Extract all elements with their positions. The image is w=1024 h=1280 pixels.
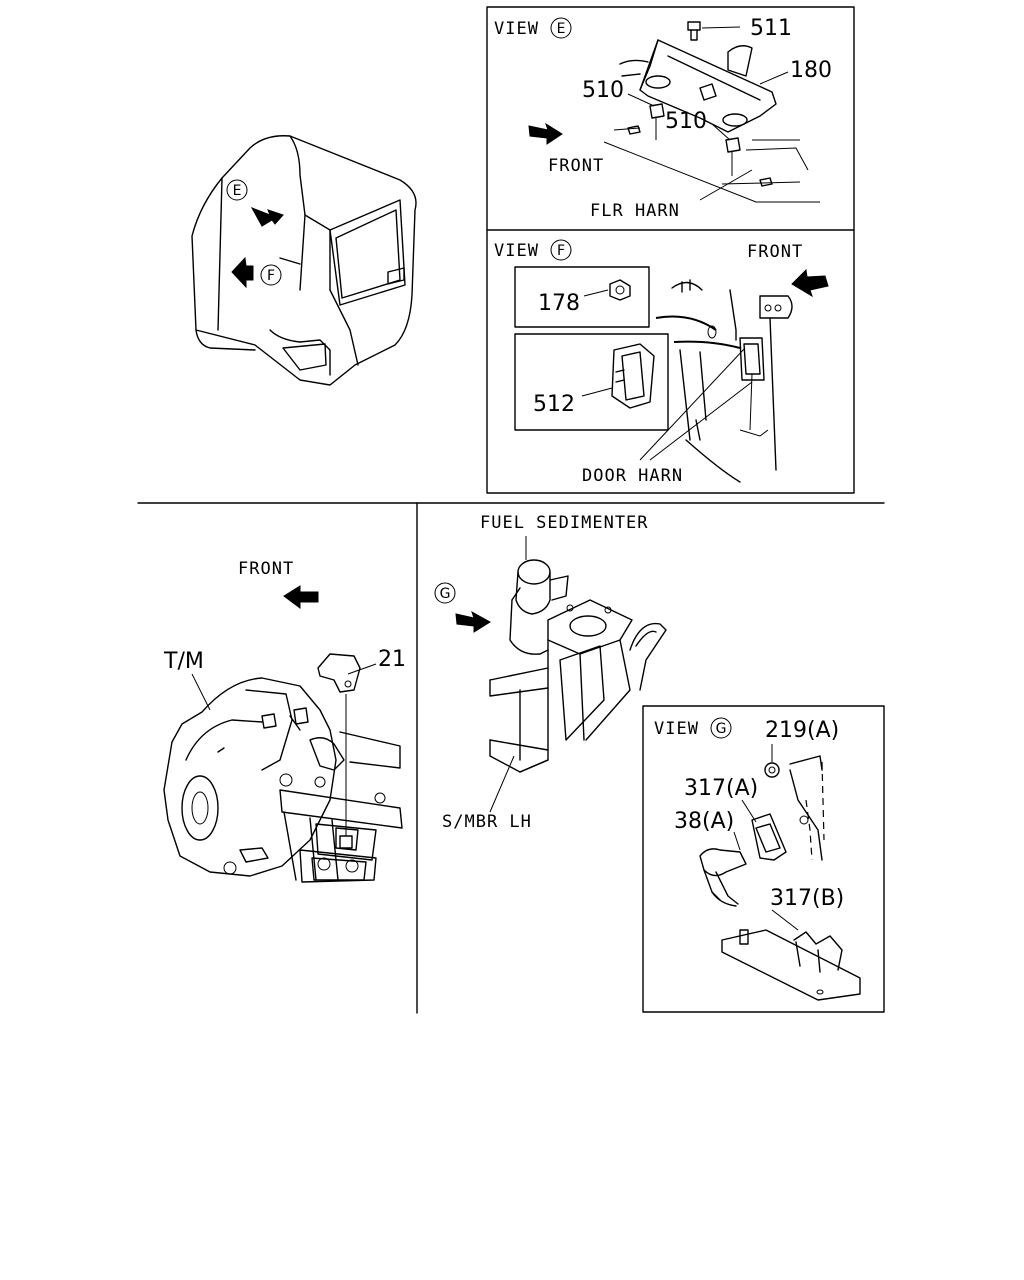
view-g-illustration [699, 744, 861, 1001]
part-317a-label: 317(A) [684, 776, 758, 801]
part-21-label: 21 [378, 647, 406, 672]
fuel-marker-g: G [434, 582, 456, 604]
part-21-bracket-icon [317, 653, 361, 849]
view-g-title: VIEW G [654, 717, 732, 739]
cab-arrow-e-icon [250, 207, 284, 227]
tm-front-arrow-icon [283, 585, 319, 609]
part-180-label: 180 [790, 58, 832, 83]
part-512-label: 512 [533, 392, 575, 417]
view-f-door-harness-label: DOOR HARN [582, 466, 683, 486]
tm-label: T/M [163, 649, 204, 674]
part-511-label: 511 [750, 16, 792, 41]
part-317b-label: 317(B) [770, 886, 844, 911]
view-e-letter: E [557, 21, 566, 37]
cab-arrow-f-icon [231, 256, 254, 289]
part-510-b-label: 510 [665, 109, 707, 134]
view-g-title-text: VIEW [654, 719, 699, 739]
cab-marker-f: F [260, 264, 282, 286]
view-g-letter: G [716, 721, 727, 737]
part-219a-label: 219(A) [765, 718, 839, 743]
fuel-sedimenter-illustration [489, 559, 667, 773]
part-512-clip-icon [611, 343, 655, 409]
part-178-grommet-icon [609, 279, 631, 301]
view-f-front-label: FRONT [747, 242, 803, 262]
transmission-illustration [163, 677, 403, 883]
cab-marker-e: E [226, 179, 248, 201]
fuel-sedimenter-label: FUEL SEDIMENTER [480, 513, 649, 533]
view-e-title-text: VIEW [494, 19, 539, 39]
part-178-label: 178 [538, 291, 580, 316]
cab-marker-f-letter: F [267, 268, 275, 284]
view-e-front-label: FRONT [548, 156, 604, 176]
tm-front-label: FRONT [238, 559, 294, 579]
view-f-front-arrow-icon [791, 268, 829, 298]
part-178-inset [514, 266, 650, 328]
fuel-arrow-g-icon [455, 610, 491, 633]
part-510-a-label: 510 [582, 78, 624, 103]
part-512-inset [514, 333, 669, 431]
side-member-lh-label: S/MBR LH [442, 812, 532, 832]
view-e-front-arrow-icon [528, 122, 563, 145]
view-g-frame [642, 705, 885, 1013]
view-e-title: VIEW E [494, 17, 572, 39]
view-f-title-text: VIEW [494, 241, 539, 261]
cab-illustration [191, 135, 417, 386]
view-f-letter: F [557, 243, 565, 259]
fuel-marker-g-letter: G [440, 586, 451, 602]
cab-marker-e-letter: E [233, 183, 242, 199]
view-f-title: VIEW F [494, 239, 572, 261]
view-e-f-frame [486, 6, 855, 494]
view-e-illustration [603, 21, 820, 203]
part-38a-label: 38(A) [674, 809, 734, 834]
view-f-illustration [639, 279, 793, 483]
view-e-floor-harness-label: FLR HARN [590, 201, 680, 221]
